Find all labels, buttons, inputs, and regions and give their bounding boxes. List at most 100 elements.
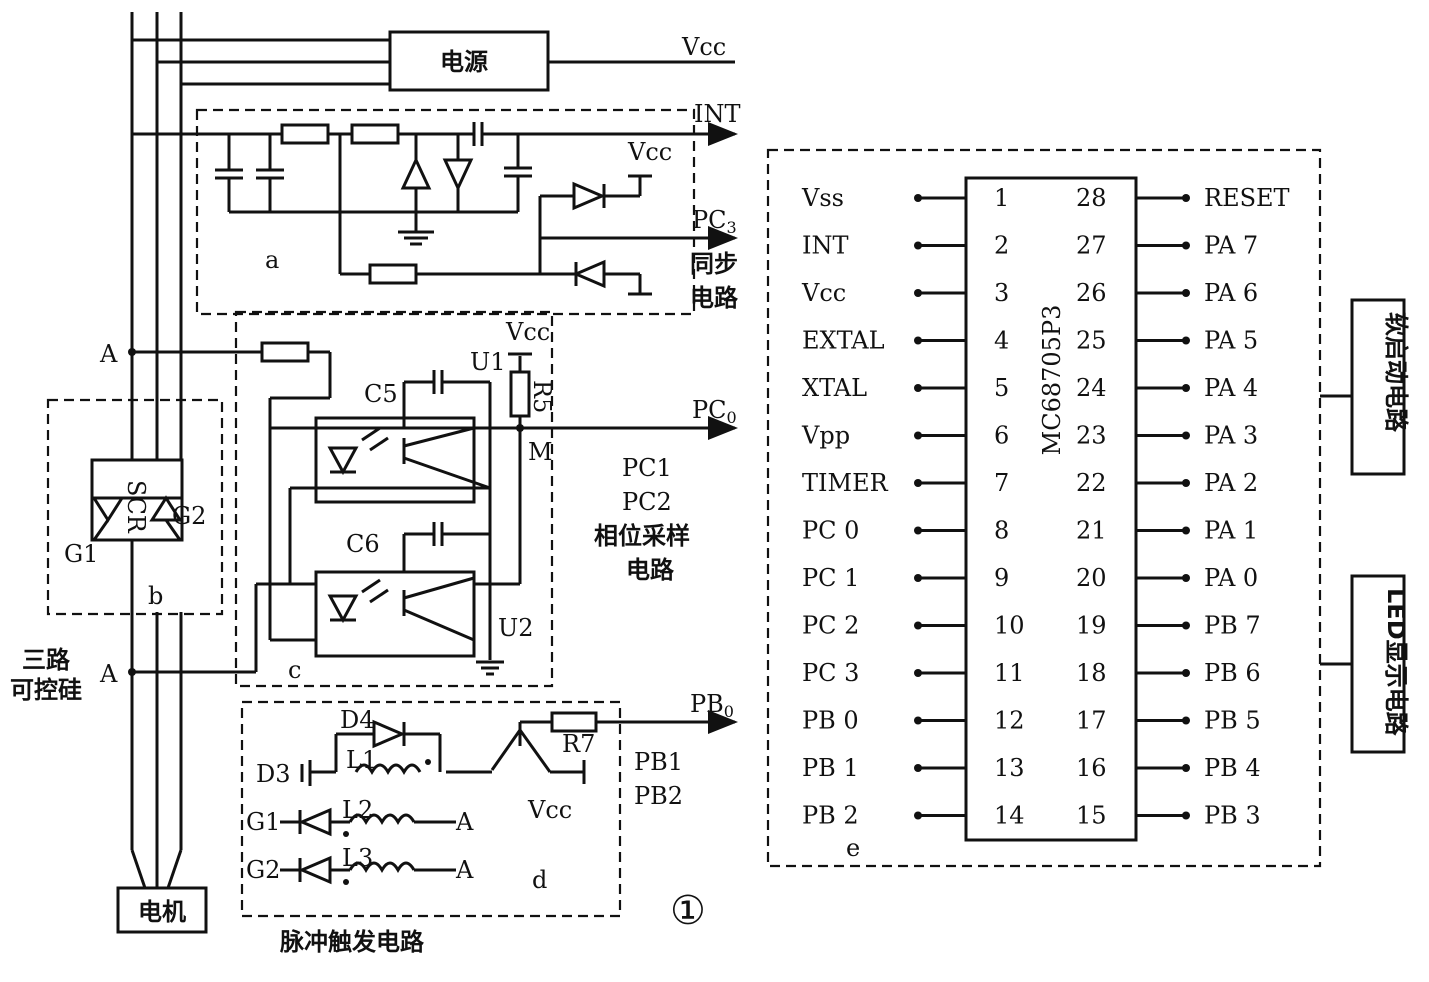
pb1-label: PB1 — [634, 748, 683, 776]
pin-number: 18 — [1076, 659, 1107, 687]
pin-dot — [914, 431, 922, 440]
pin-dot — [1182, 621, 1190, 630]
pin-dot — [914, 384, 922, 392]
chip-pin-right: 20 PA 0 — [1076, 564, 1258, 592]
chip-pin-right: 23 PA 3 — [1076, 422, 1258, 450]
a-l3-label: A — [455, 856, 474, 884]
soft-start-label: 软启动电路 — [1382, 312, 1410, 433]
scr-label: SCR — [122, 480, 150, 534]
pin-number: 19 — [1076, 612, 1107, 640]
a-lower-label: A — [99, 660, 118, 688]
pin-dot — [914, 716, 922, 725]
pb2-label: PB2 — [634, 782, 683, 810]
phase-sample-label-2: 电路 — [626, 556, 675, 584]
pin-dot — [914, 764, 922, 772]
pc0-label-main: PC — [692, 396, 727, 424]
chip-pin-left: PC 0 8 — [802, 517, 1009, 545]
pin-number: 8 — [994, 517, 1009, 545]
pin-dot — [914, 289, 922, 297]
sync-circuit-block: a INT — [132, 100, 741, 316]
pin-dot — [1182, 289, 1190, 297]
three-phase-bus — [130, 12, 183, 889]
pc0-label: PC0 — [692, 396, 737, 427]
chip-pin-right: 24 PA 4 — [1076, 374, 1258, 402]
chip-pin-left: Vpp 6 — [801, 422, 1009, 450]
figure-number: ① — [670, 888, 706, 934]
pin-name: Vpp — [801, 422, 850, 450]
block-b-label: b — [148, 582, 163, 610]
pin-number: 14 — [994, 802, 1025, 830]
l2-label: L2 — [342, 796, 373, 824]
pin-dot — [1182, 764, 1190, 772]
pin-name: Vcc — [801, 279, 846, 307]
pin-name: PC 1 — [802, 564, 859, 592]
pin-name: PC 3 — [802, 659, 859, 687]
pin-name: XTAL — [802, 374, 867, 402]
pin-number: 20 — [1076, 564, 1107, 592]
pin-number: 13 — [994, 754, 1025, 782]
pin-name: PC 0 — [802, 517, 859, 545]
int-label: INT — [694, 100, 741, 128]
pin-name: PA 6 — [1204, 279, 1258, 307]
g2-label: G2 — [172, 502, 206, 530]
pulse-trigger-block: PB0 R7 Vcc PB1 PB2 D4 L1 D3 G1 L2 — [240, 690, 738, 956]
g1-d-label: G1 — [246, 808, 280, 836]
pin-dot — [1182, 431, 1190, 440]
g2-d-label: G2 — [246, 856, 280, 884]
pin-dot — [1182, 336, 1190, 345]
motor-block: 电机 — [116, 886, 208, 934]
r7-label: R7 — [562, 730, 595, 758]
pin-dot — [1182, 384, 1190, 392]
pb0-label-sub: 0 — [724, 702, 734, 721]
pc3-label-main: PC — [692, 206, 727, 234]
vcc-c-label: Vcc — [505, 318, 550, 346]
l1-label: L1 — [346, 746, 377, 774]
a-upper-label: A — [99, 340, 118, 368]
vcc-d-label: Vcc — [527, 796, 572, 824]
chip-pin-left: PB 2 14 — [802, 802, 1025, 830]
power-supply-block: 电源 Vcc — [132, 30, 735, 92]
pin-dot — [914, 621, 922, 630]
d4-label: D4 — [340, 706, 375, 734]
pin-name: PA 0 — [1204, 564, 1258, 592]
pin-name: PB 3 — [1204, 802, 1261, 830]
pin-name: PA 1 — [1204, 517, 1258, 545]
pc3-label: PC3 — [692, 206, 737, 237]
pin-number: 23 — [1076, 422, 1107, 450]
pc1-label: PC1 — [622, 454, 672, 482]
vcc-top-label: Vcc — [681, 33, 726, 61]
block-a-label: a — [265, 246, 279, 274]
pin-dot — [914, 479, 922, 487]
pin-number: 6 — [994, 422, 1009, 450]
phase-sample-label-1: 相位采样 — [594, 522, 690, 550]
pulse-trigger-label: 脉冲触发电路 — [279, 928, 425, 956]
pc2-label: PC2 — [622, 488, 672, 516]
pb0-label: PB0 — [690, 690, 734, 721]
pin-name: PB 2 — [802, 802, 859, 830]
block-e-label: e — [846, 834, 860, 862]
pin-name: PA 3 — [1204, 422, 1258, 450]
scr-block: A SCR G1 G2 b 三路 可控硅 — [10, 340, 262, 704]
pin-number: 24 — [1076, 374, 1107, 402]
pin-dot — [1182, 526, 1190, 535]
motor-label: 电机 — [138, 898, 186, 926]
pin-dot — [914, 669, 922, 677]
pin-name: PB 7 — [1204, 612, 1261, 640]
l3-label: L3 — [342, 844, 373, 872]
pin-name: PA 4 — [1204, 374, 1258, 402]
pin-name: TIMER — [802, 469, 889, 497]
pin-name: PB 5 — [1204, 707, 1261, 735]
